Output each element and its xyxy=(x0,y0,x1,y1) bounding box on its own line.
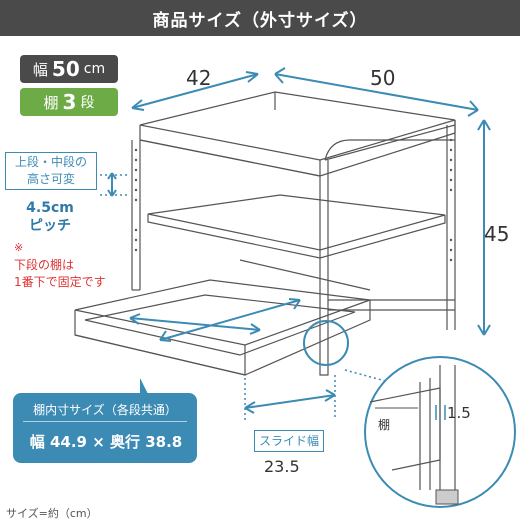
detail-marker xyxy=(303,320,349,366)
depth-arrow xyxy=(131,73,259,109)
warning-line1: 下段の棚は xyxy=(14,258,75,272)
width-arrow xyxy=(274,73,479,111)
width-badge-key: 幅 xyxy=(32,60,48,79)
shelf-badge-key: 棚 xyxy=(43,93,59,112)
slide-width-label: スライド幅 xyxy=(254,430,324,452)
shelf-badge-value: 3 xyxy=(62,90,77,114)
pitch-info: 4.5cm ピッチ xyxy=(15,199,85,235)
inner-box-pointer xyxy=(140,378,148,394)
inner-size-value: 幅 44.9 × 奥行 38.8 xyxy=(29,433,183,451)
dimension-arrows xyxy=(107,67,491,336)
pitch-label: ピッチ xyxy=(29,218,71,234)
detail-shelf-label: 棚 xyxy=(378,418,391,432)
inner-size-box: 棚内寸サイズ（各段共通） 幅 44.9 × 奥行 38.8 xyxy=(13,393,197,463)
adjustable-note-line1: 上段・中段の xyxy=(14,155,87,169)
detail-dimension: 1.5 xyxy=(447,404,471,422)
width-badge-value: 50 xyxy=(51,57,80,81)
inner-size-title: 棚内寸サイズ（各段共通） xyxy=(23,399,187,422)
adjustable-note: 上段・中段の 高さ可変 xyxy=(5,152,97,190)
shelf-badge-unit: 段 xyxy=(80,95,95,111)
warning-line2: 1番下で固定です xyxy=(14,275,106,289)
height-dimension: 45 xyxy=(484,222,510,246)
size-footnote: サイズ=約（cm） xyxy=(6,507,98,520)
inner-arrows xyxy=(129,298,336,414)
shelf-badge: 棚 3 段 xyxy=(20,88,118,116)
page-title: 商品サイズ（外寸サイズ） xyxy=(0,0,520,36)
pitch-value: 4.5cm xyxy=(26,200,74,216)
depth-dimension: 42 xyxy=(186,66,212,90)
width-badge: 幅 50 cm xyxy=(20,55,118,83)
guide-lines xyxy=(100,174,401,420)
warning-note: 下段の棚は 1番下で固定です xyxy=(14,257,106,291)
width-dimension: 50 xyxy=(370,66,396,90)
slide-width-value: 23.5 xyxy=(264,457,300,476)
warning-mark: ※ xyxy=(14,241,24,254)
adjustable-note-line2: 高さ可変 xyxy=(26,172,75,186)
width-badge-unit: cm xyxy=(83,61,106,77)
detail-circle xyxy=(364,356,516,508)
pitch-holes xyxy=(134,138,453,262)
rack-frame xyxy=(74,91,456,376)
